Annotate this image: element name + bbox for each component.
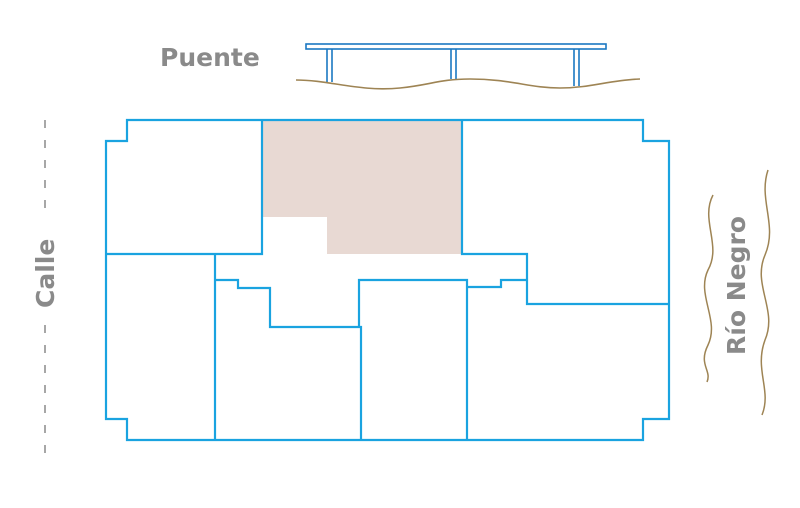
bridge-label: Puente <box>160 43 260 72</box>
unit-top-center-highlight[interactable] <box>263 121 462 254</box>
bridge-icon <box>305 43 607 86</box>
street-label: Calle <box>31 239 60 308</box>
river-label: Río Negro <box>722 216 751 355</box>
unit-top-right[interactable] <box>463 121 668 303</box>
river-lines <box>703 169 771 416</box>
unit-top-left[interactable] <box>107 121 261 253</box>
floorplan-walls <box>104 118 671 442</box>
unit-bottom-right[interactable] <box>468 305 668 439</box>
bridge-river-bank <box>295 78 641 90</box>
unit-bottom-center-left[interactable] <box>216 289 360 439</box>
unit-bottom-center[interactable] <box>360 281 466 439</box>
unit-bottom-left[interactable] <box>107 255 214 439</box>
